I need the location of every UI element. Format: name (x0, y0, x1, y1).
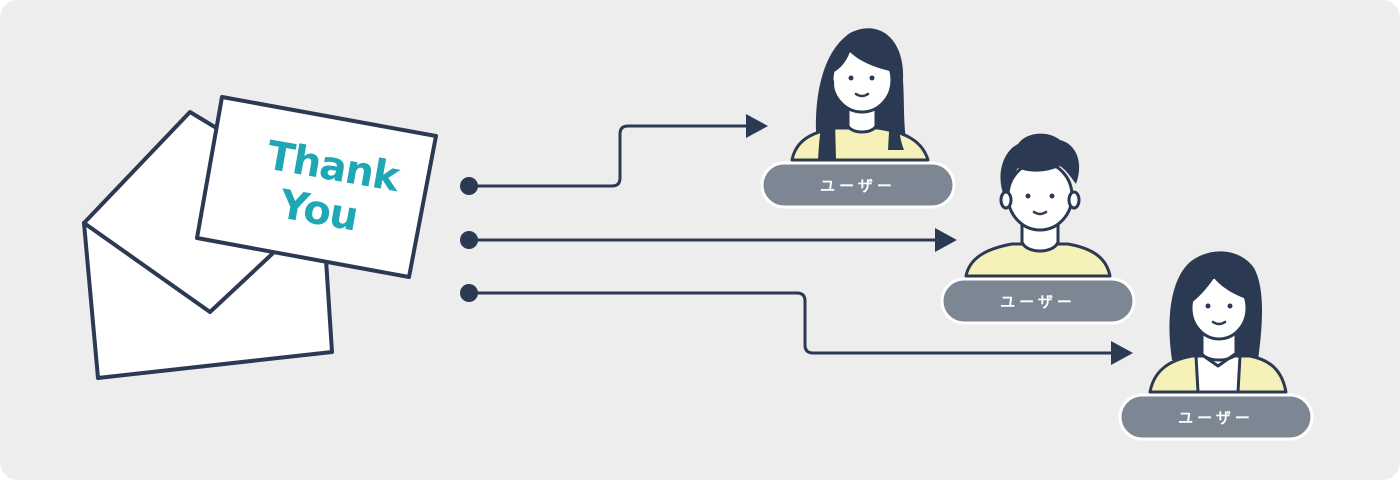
user-label-2: ユーザー (940, 277, 1136, 325)
arrow-head (746, 114, 768, 138)
user-label-text: ユーザー (1000, 293, 1076, 311)
connector-to-user-3 (460, 284, 1133, 365)
thank-you-card: Thank You (195, 95, 438, 279)
woman-long-hair-icon (790, 28, 930, 162)
user-label-text: ユーザー (1178, 409, 1254, 427)
connector-to-user-1 (460, 114, 768, 195)
arrow-head (1111, 341, 1133, 365)
man-curly-hair-icon (964, 133, 1112, 278)
woman-collar-shirt-icon (1148, 251, 1288, 394)
arrow-head (935, 228, 957, 252)
user-label-3: ユーザー (1118, 393, 1314, 441)
user-label-text: ユーザー (820, 177, 896, 195)
connector-to-user-2 (460, 228, 957, 252)
user-label-1: ユーザー (760, 161, 956, 209)
